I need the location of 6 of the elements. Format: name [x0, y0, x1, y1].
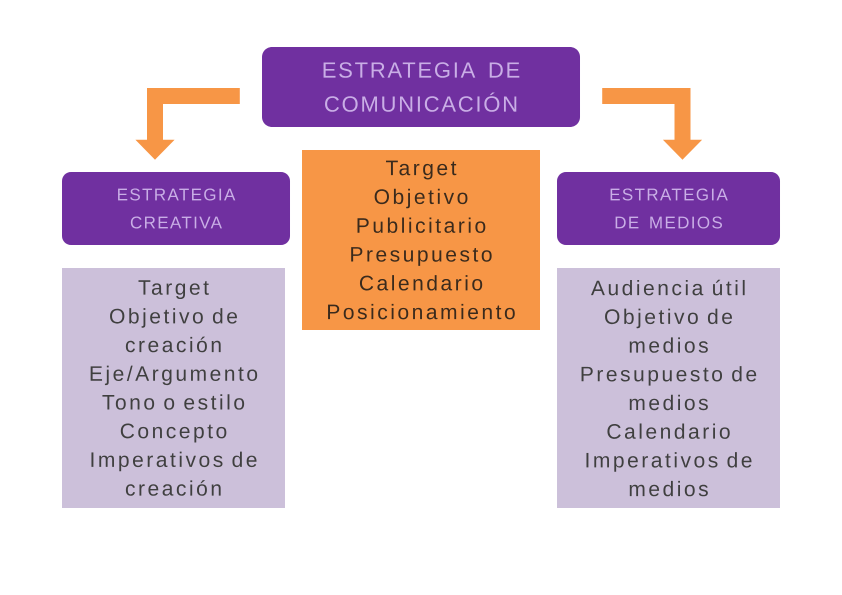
heading-box: ESTRATEGIA CREATIVA: [62, 172, 290, 245]
list-box: Target Objetivo Publicitario Presupuesto Calendario Posicionamiento: [302, 150, 540, 330]
heading-box: ESTRATEGIA DE MEDIOS: [557, 172, 780, 245]
list-box: Audiencia útil Objetivo de medios Presupuesto de medios Calendario Imperativos de medios: [557, 268, 780, 508]
title-box: ESTRATEGIA DE COMUNICACIÓN: [262, 47, 580, 127]
list-box: Target Objetivo de creación Eje/Argumento Tono o estilo Concepto Imperativos de creación: [62, 268, 285, 508]
